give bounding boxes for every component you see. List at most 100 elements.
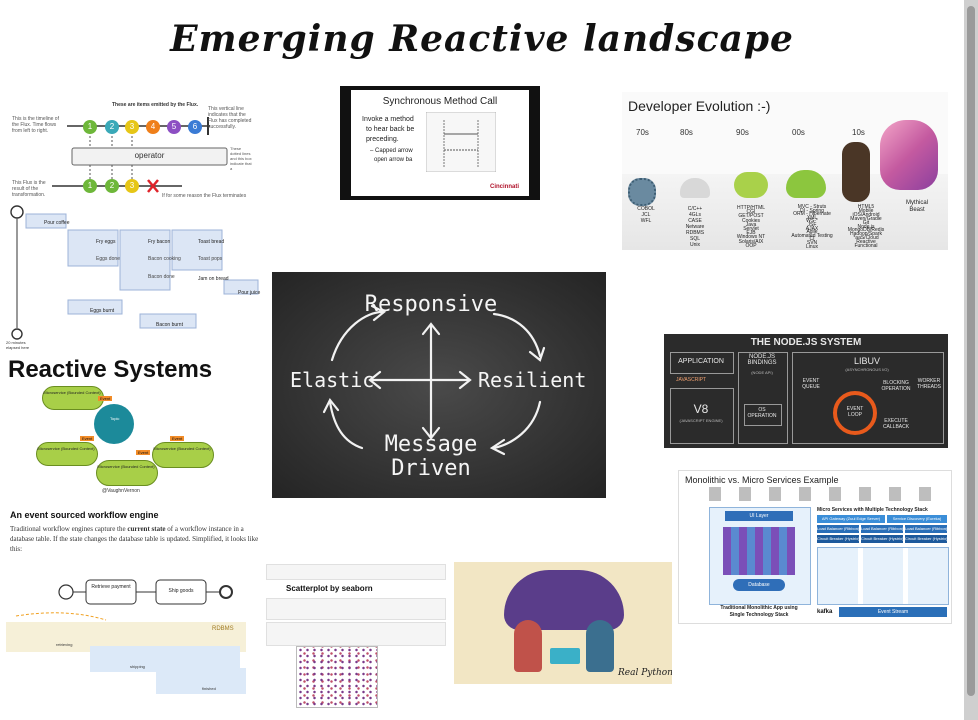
- workflow-engine-article: An event sourced workflow engine Traditi…: [10, 510, 262, 570]
- step-fry-eggs: Fry eggs: [96, 239, 116, 245]
- flux-items-note: These are items emitted by the Flux.: [112, 102, 199, 108]
- micro-service-columns: [817, 547, 949, 605]
- step-eggs-burnt: Eggs burnt: [90, 308, 115, 314]
- flux-result-note: This Flux is the result of the transform…: [12, 180, 46, 198]
- microservice-top: [42, 386, 104, 410]
- step-pour-juice: Pour juice: [238, 290, 261, 296]
- era-label-10s: 10s: [852, 128, 865, 137]
- reactive-title: Reactive Systems: [8, 356, 213, 383]
- chalk-arrows: [322, 304, 546, 456]
- flux-result-2: 2: [105, 179, 119, 193]
- node-event-queue: EVENT QUEUE: [802, 378, 820, 390]
- era-label-80s: 80s: [680, 128, 693, 137]
- sync-logo: Cincinnati: [490, 184, 520, 190]
- monolith-caption-1: Traditional Monolithic App using: [720, 605, 798, 611]
- microservice-bottom-label: Microservice (Bounded Context): [97, 464, 155, 469]
- microservice-left-label: Microservice (Bounded Context): [37, 446, 95, 451]
- node-callback: EXECUTE CALLBACK: [882, 418, 910, 430]
- reactive-credit: @VaughnVernon: [102, 488, 140, 494]
- flux-marble-6: 6: [188, 120, 202, 134]
- era-items-10s: HTML5 Mobile iOS/Android Maven/Gradle Gi…: [847, 204, 885, 250]
- event-stream: Event Stream: [839, 607, 947, 617]
- real-python-logo: Real Python: [618, 668, 672, 678]
- workflow-body-pre: Traditional workflow engines capture the: [10, 525, 128, 533]
- nodejs-system: THE NODE.JS SYSTEM APPLICATION JAVASCRIP…: [664, 334, 948, 448]
- node-libuv: LIBUV: [853, 356, 880, 366]
- monkey-icon: [842, 142, 870, 202]
- notebook-cell-1: [266, 564, 446, 580]
- workflow-step-retrieve: Retrieve payment: [91, 584, 131, 590]
- node-title: THE NODE.JS SYSTEM: [750, 337, 862, 348]
- ui-layer: UI Layer: [725, 511, 793, 521]
- microservice-top-label: Microservice (Bounded Context): [43, 390, 101, 395]
- era-label-70s: 70s: [636, 128, 649, 137]
- node-libuv-box: [792, 352, 944, 444]
- workflow-bpmn-graphic: [6, 579, 246, 694]
- chalk-message: Message: [384, 432, 478, 457]
- topic-circle: [94, 404, 134, 444]
- microservice-right: [152, 442, 214, 468]
- node-workers: WORKER THREADS: [917, 378, 941, 390]
- era-label-00s: 00s: [792, 128, 805, 137]
- flux-marble-1: 1: [83, 120, 97, 134]
- monolith-caption-2: Single Technology Stack: [729, 612, 789, 618]
- era-items-70s: COBOL JCL WFL: [637, 206, 655, 224]
- step-fry-bacon: Fry bacon: [148, 239, 171, 245]
- notebook-cell-2: [266, 598, 446, 620]
- chalk-responsive: Responsive: [364, 292, 498, 317]
- node-v8-sub: (JAVASCRIPT ENGINE): [679, 418, 723, 423]
- event-tag-right: Event: [170, 436, 185, 441]
- node-application: APPLICATION: [678, 358, 724, 365]
- workflow-diagram: Retrieve payment Ship goods RDBMS retrie…: [6, 576, 246, 704]
- sync-bullet-3: preceding.: [366, 136, 399, 143]
- flux-complete-note: This vertical line indicates that the Fl…: [208, 106, 252, 130]
- step-toast-pops: Toast pops: [198, 256, 223, 262]
- node-bindings-sub: (NODE API): [751, 370, 773, 375]
- node-bindings-box: [738, 352, 788, 444]
- flux-marble-4: 4: [146, 120, 160, 134]
- sync-bullet-1: Invoke a method: [362, 116, 414, 123]
- reactive-systems: Reactive Systems Topic Microservice (Bou…: [6, 356, 262, 502]
- era-label-90s: 90s: [736, 128, 749, 137]
- monolith-vs-micro: Monolithic vs. Micro Services Example UI…: [678, 470, 952, 624]
- breakfast-timeline: Pour coffee Fry eggs Fry bacon Toast bre…: [6, 204, 262, 354]
- sync-method-slide: Synchronous Method Call Invoke a method …: [340, 86, 540, 200]
- slide-title: Emerging Reactive landscape: [170, 18, 794, 60]
- era-items-00s: MVC - Struts DI - Spring ORM - Hibernate…: [791, 204, 833, 250]
- node-blocking: BLOCKING OPERATION: [881, 380, 911, 392]
- flux-result-1: 1: [83, 179, 97, 193]
- workflow-body: Traditional workflow engines capture the…: [10, 524, 260, 554]
- event-tag-bottom: Event: [136, 450, 151, 455]
- laptop-icon: [550, 648, 580, 664]
- vertical-scrollbar[interactable]: [964, 0, 978, 720]
- circuit-breaker-1: Circuit Breaker (Hystrix): [817, 535, 860, 543]
- chalk-elastic: Elastic: [290, 368, 375, 392]
- step-bacon-cooking: Bacon cooking: [148, 256, 181, 262]
- flux-transform-note: These dotted lines and this box indicate…: [230, 146, 252, 170]
- event-tag-top: Event: [98, 396, 113, 401]
- era-items-80s: C/C++ 4GLs CASE Netware RDBMS SQL Unix: [685, 206, 705, 248]
- chalk-driven: Driven: [391, 456, 471, 481]
- step-pour-coffee: Pour coffee: [44, 220, 70, 226]
- flux-error-note: If for some reason the Flux terminates: [162, 193, 247, 199]
- flux-marble-5: 5: [167, 120, 181, 134]
- person-left: [514, 620, 542, 672]
- sync-sub-1: – Capped arrow: [370, 148, 413, 154]
- flux-timeline-note: This is the timeline of the Flux. Time f…: [12, 116, 59, 134]
- database-box: Database: [733, 579, 785, 591]
- flux-operator-label: operator: [134, 151, 165, 160]
- node-event-loop: EVENT LOOP: [846, 406, 864, 418]
- notebook-heading: Scatterplot by seaborn: [286, 584, 373, 593]
- node-os-box: [744, 404, 782, 426]
- scrollbar-thumb[interactable]: [967, 6, 975, 696]
- load-balancer-3: Load Balancer (Ribbon): [905, 525, 948, 533]
- step-bacon-burnt: Bacon burnt: [156, 322, 183, 328]
- workflow-body-post: of a workflow instance in a database tab…: [10, 525, 259, 553]
- workflow-body-bold: current state: [127, 525, 166, 533]
- node-v8: V8: [693, 402, 709, 416]
- event-loop-graphic: [833, 391, 877, 435]
- unicorn-icon: [880, 120, 938, 190]
- microservice-left: [36, 442, 98, 466]
- workflow-state-finished: finished: [202, 686, 216, 691]
